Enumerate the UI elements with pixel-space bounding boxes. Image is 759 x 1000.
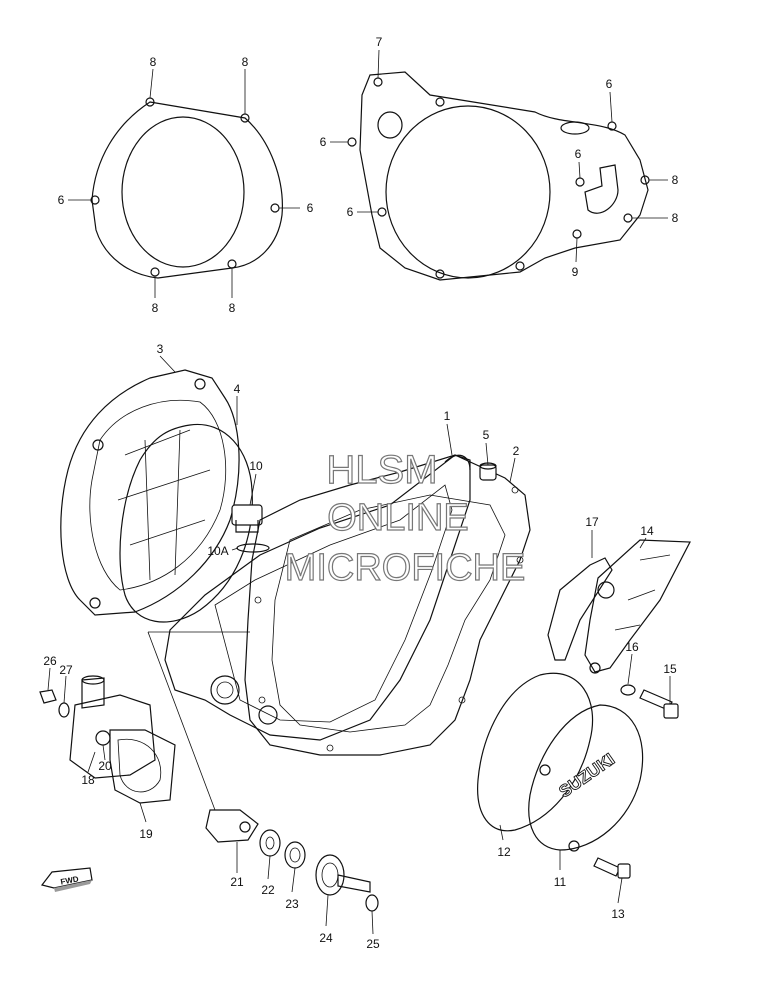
callout: 15	[663, 662, 677, 676]
dowel-pin	[479, 462, 497, 481]
callout: 20	[98, 759, 112, 773]
magneto-cover	[60, 369, 240, 616]
callout: 8	[242, 55, 249, 69]
callout: 18	[81, 773, 95, 787]
callout: 11	[554, 875, 567, 889]
callout: 8	[229, 301, 236, 315]
callout: 3	[157, 342, 164, 356]
callout: 8	[150, 55, 157, 69]
callout: 26	[43, 654, 57, 668]
callout: 16	[625, 640, 639, 654]
callout: 6	[307, 201, 314, 215]
callout: 8	[672, 173, 679, 187]
impeller-shaft-assembly	[205, 809, 379, 912]
callout: 1	[444, 409, 451, 423]
crankcase-block	[164, 454, 471, 741]
callout: 2	[513, 444, 520, 458]
callout: 19	[139, 827, 153, 841]
callout: 12	[497, 845, 511, 859]
brand-label: SUZUKI	[555, 750, 618, 802]
washer-and-bolt	[620, 684, 679, 719]
watermark: HLSM ONLINE MICROFICHE	[284, 447, 526, 589]
callout: 21	[230, 875, 244, 889]
callout: 24	[319, 931, 333, 945]
magneto-gasket	[477, 672, 594, 832]
crankcase-gasket	[244, 454, 531, 756]
callout: 4	[234, 382, 241, 396]
watermark-line-2: ONLINE	[327, 497, 468, 539]
callout: 6	[58, 193, 65, 207]
callout: 8	[152, 301, 159, 315]
callout: 8	[672, 211, 679, 225]
callout: 27	[59, 663, 73, 677]
o-ring-gasket	[119, 423, 253, 623]
watermark-line-3: MICROFICHE	[285, 547, 526, 589]
callout: 22	[261, 883, 275, 897]
callout: 6	[347, 205, 354, 219]
clutch-cover	[347, 71, 650, 281]
filler-plug	[231, 504, 270, 553]
clutch-cover-gasket	[90, 97, 283, 279]
callout: 17	[585, 515, 599, 529]
callout: 6	[575, 147, 582, 161]
callout: 10	[249, 459, 263, 473]
magneto-outer-cover: SUZUKI	[528, 704, 644, 852]
callout: 25	[366, 937, 380, 951]
callout: 23	[285, 897, 299, 911]
watermark-line-1: HLSM	[326, 448, 437, 492]
callout: 9	[572, 265, 579, 279]
leader-lines	[47, 49, 671, 935]
callout: 14	[640, 524, 654, 538]
callout: 6	[320, 135, 327, 149]
callout-numbers: 8 8 6 6 8 8 7 6 6 6 8 6 8 9 3 4 10 10A 1…	[43, 35, 678, 951]
water-pump-body	[39, 675, 176, 804]
fwd-arrow: FWD	[40, 867, 93, 892]
callout: 6	[606, 77, 613, 91]
kick-guard-bracket	[547, 539, 691, 674]
cover-bolt	[593, 857, 631, 879]
callout: 7	[376, 35, 383, 49]
callout: 10A	[207, 544, 228, 558]
fwd-label: FWD	[60, 874, 80, 886]
callout: 13	[611, 907, 625, 921]
callout: 5	[483, 428, 490, 442]
